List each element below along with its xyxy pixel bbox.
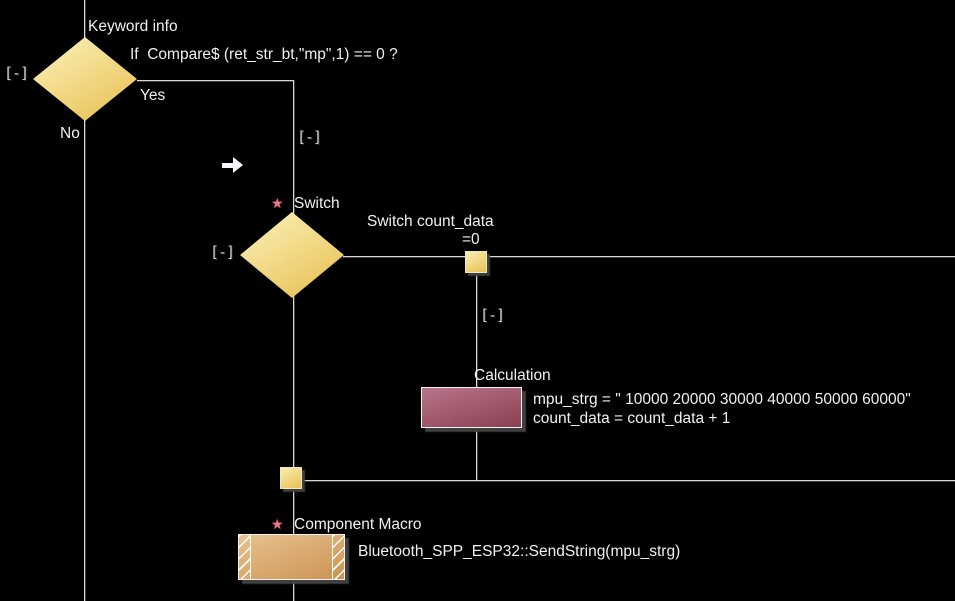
decision-title: Keyword info [88,18,178,35]
breakpoint-star-icon[interactable]: ★ [271,516,284,532]
macro-hatch-stripe [332,535,344,579]
collapse-minus-icon[interactable]: [-] [480,306,505,324]
component-macro-call: Bluetooth_SPP_ESP32::SendString(mpu_strg… [358,543,681,560]
connector-line-no-branch [84,0,85,601]
execution-pointer-head [233,157,243,173]
decision-yes-label: Yes [140,87,166,104]
breakpoint-star-icon[interactable]: ★ [271,195,284,211]
switch-case-connector[interactable] [465,251,487,273]
decision-shape[interactable] [33,37,137,121]
connector-line-yes-horizontal [137,80,294,81]
component-macro-shape[interactable] [238,534,345,580]
connector-line-case-branch [476,262,477,481]
switch-shape[interactable] [240,212,344,298]
decision-no-label: No [60,125,80,142]
collapse-minus-icon[interactable]: [-] [210,243,235,261]
switch-title: Switch [294,195,340,212]
calculation-shape[interactable] [421,387,522,428]
decision-condition: If Compare$ (ret_str_bt,"mp",1) == 0 ? [130,46,398,63]
switch-case-label: =0 [462,231,480,248]
execution-pointer-bar [222,163,233,168]
calculation-statement: count_data = count_data + 1 [533,410,731,427]
macro-hatch-stripe [239,535,251,579]
component-macro-title: Component Macro [294,516,422,533]
calculation-title: Calculation [474,367,551,384]
collapse-minus-icon[interactable]: [-] [297,128,322,146]
connector-line-yes-branch [293,80,294,601]
calculation-statement: mpu_strg = " 10000 20000 30000 40000 500… [533,391,911,408]
connector-line-switch-out [343,256,955,257]
collapse-minus-icon[interactable]: [-] [4,64,29,82]
connector-line-junction-out [301,480,955,481]
switch-expression: Switch count_data [367,213,494,230]
junction-connector[interactable] [280,467,302,489]
execution-pointer-icon [222,157,244,173]
